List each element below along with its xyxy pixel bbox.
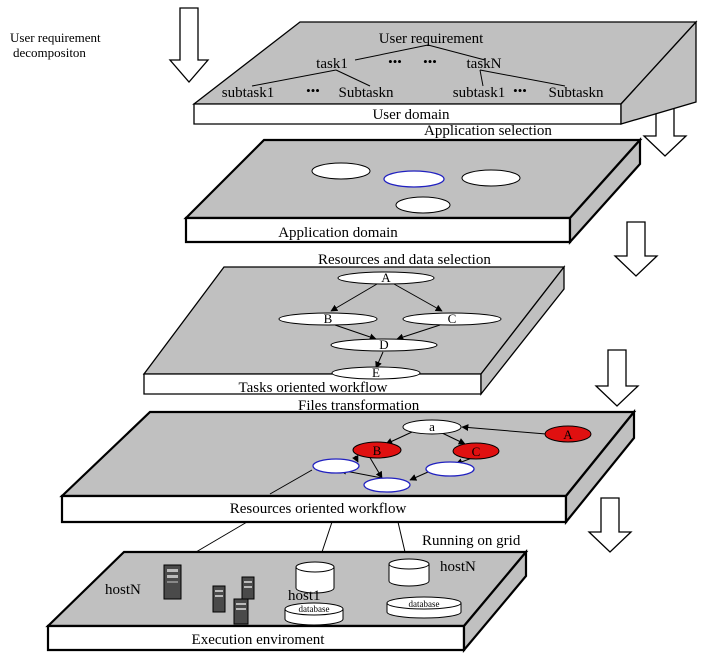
arrow-label-user-requirement: User requirement [10, 30, 101, 45]
resource-node-c-label: C [472, 444, 481, 459]
arrow-label-files-transformation: Files transformation [298, 398, 420, 414]
task-1: task1 [316, 56, 348, 72]
resource-node-a-source-label: A [563, 427, 573, 442]
resource-data-node [363, 477, 411, 493]
application-node [461, 169, 521, 187]
server-icon [163, 564, 182, 600]
resource-node-a-source [544, 425, 592, 443]
layer-resources-workflow: Resources oriented workflow a B C A [59, 408, 637, 553]
database-label: database [299, 604, 330, 614]
layer-tasks-workflow: Tasks oriented workflow A B C D E [142, 265, 566, 396]
resource-data-node [312, 458, 360, 474]
task-n: taskN [467, 56, 502, 72]
arrow-label-decomposition: decompositon [13, 45, 86, 60]
host-label-hostN-right: hostN [440, 559, 476, 575]
task-node-b-label: B [324, 311, 333, 326]
process-arrow-4 [594, 349, 640, 407]
arrow-label-resources-data-selection: Resources and data selection [318, 252, 491, 268]
process-arrow-3 [613, 221, 659, 277]
requirement-root: User requirement [379, 31, 484, 47]
server-icon [233, 598, 249, 625]
task-node-b [278, 312, 378, 326]
task-node-d [330, 338, 438, 352]
host-label-hostN-left: hostN [105, 582, 141, 598]
resource-node-a [402, 419, 462, 435]
subtask-left-n: Subtaskn [338, 85, 394, 101]
layer-execution-environment: Execution enviroment [45, 548, 529, 653]
layer-title-tasks-workflow: Tasks oriented workflow [239, 380, 388, 396]
task-node-a-label: A [381, 270, 391, 285]
process-arrow-1 [168, 7, 210, 83]
server-icon [212, 585, 226, 613]
application-node [395, 196, 451, 214]
subtask-right-n: Subtaskn [548, 85, 604, 101]
resource-node-a-label: a [429, 419, 435, 434]
layer-title-execution: Execution enviroment [192, 632, 326, 648]
task-workflow-edges [330, 283, 443, 369]
storage-cylinder-icon [388, 558, 430, 587]
task-ellipsis-2: ••• [423, 54, 437, 69]
process-arrow-5 [587, 497, 633, 553]
host-label-host1: host1 [288, 588, 321, 604]
storage-cylinder-icon [295, 561, 335, 594]
application-node-selected [383, 170, 445, 188]
database-icon [284, 602, 344, 626]
task-node-e [331, 366, 421, 380]
subtask-right-1: subtask1 [453, 85, 506, 101]
application-node [311, 162, 371, 180]
server-icon [241, 576, 255, 600]
task-node-a [337, 271, 435, 285]
resource-data-node [425, 461, 475, 477]
arrow-label-running-on-grid: Running on grid [422, 533, 521, 549]
deployment-lines [195, 521, 406, 553]
resource-node-c [452, 442, 500, 460]
resource-node-b [352, 441, 402, 459]
resource-workflow-edges [269, 424, 547, 495]
layer-application-domain: Application domain [183, 137, 643, 245]
task-node-e-label: E [372, 365, 380, 380]
database-label: database [409, 599, 440, 609]
task-ellipsis-1: ••• [388, 54, 402, 69]
task-node-c-label: C [448, 311, 457, 326]
task-node-d-label: D [379, 337, 388, 352]
layer-title-resources-workflow: Resources oriented workflow [230, 501, 407, 517]
task-node-c [402, 312, 502, 326]
requirement-tree-lines [251, 44, 566, 87]
resource-node-b-label: B [373, 443, 382, 458]
subtask-left-ellipsis: ••• [306, 83, 320, 98]
subtask-right-ellipsis: ••• [513, 83, 527, 98]
database-icon [386, 596, 462, 619]
layer-user-domain: User domain User requirement task1 ••• •… [192, 20, 698, 125]
layer-title-user-domain: User domain [372, 107, 450, 123]
layer-title-application-domain: Application domain [278, 225, 398, 241]
arrow-label-application-selection: Application selection [424, 123, 552, 139]
subtask-left-1: subtask1 [222, 85, 275, 101]
